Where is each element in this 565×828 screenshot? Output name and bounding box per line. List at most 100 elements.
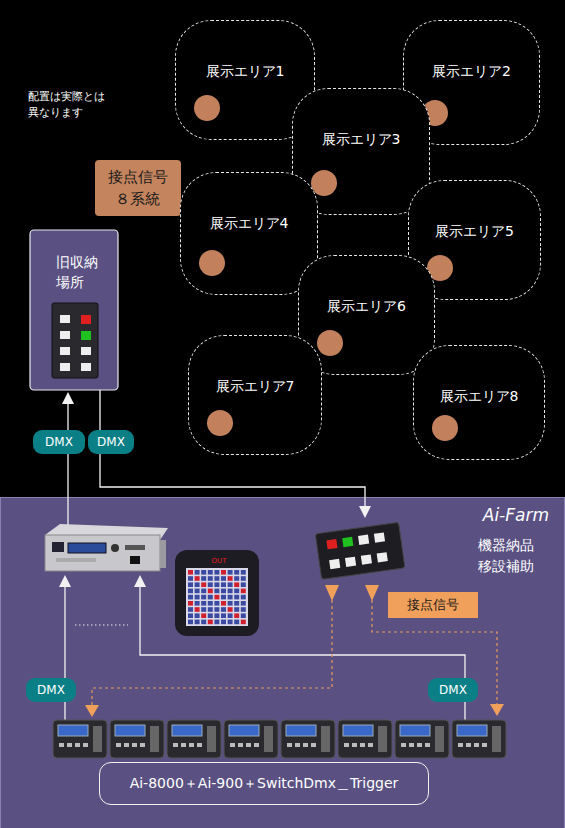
module-lcd (400, 725, 430, 736)
module-lcd (457, 725, 487, 736)
module-button (474, 743, 479, 747)
matrix-cell (221, 576, 226, 581)
note-text: 配置は実際とは 異なります (28, 89, 118, 121)
module-case (53, 720, 107, 758)
matrix-cell (201, 607, 206, 612)
switch-panel-small (52, 303, 98, 378)
matrix-cell (228, 589, 233, 594)
module-button (401, 743, 406, 747)
matrix-cell (228, 576, 233, 581)
module-side (492, 726, 501, 752)
node-text: 展示エリア1 (176, 21, 314, 81)
module-lcd (286, 725, 316, 736)
storage-ground (30, 230, 118, 390)
matrix-cell (201, 613, 206, 618)
area-marker (311, 170, 337, 196)
module-button (458, 743, 463, 747)
matrix-cell (195, 601, 200, 606)
module-button (466, 743, 471, 747)
matrix-cell (208, 595, 213, 600)
signal-label: DMX (26, 678, 76, 702)
module-button (140, 743, 145, 747)
module-button (238, 743, 243, 747)
signal-label: DMX (33, 430, 85, 454)
matrix-cell (221, 613, 226, 618)
matrix-cell (188, 582, 193, 587)
node-text: 展示エリア2 (404, 21, 539, 81)
matrix-cell (214, 613, 219, 618)
matrix-cell (188, 613, 193, 618)
module-button (124, 743, 129, 747)
matrix-cell (241, 582, 246, 587)
module-lcd (115, 725, 145, 736)
matrix-cell (234, 589, 239, 594)
matrix-cell (221, 601, 226, 606)
matrix-cell (241, 613, 246, 618)
matrix-cell (201, 570, 206, 575)
matrix-pad (175, 550, 259, 636)
matrix-cell (208, 601, 213, 606)
module-lcd (58, 725, 88, 736)
matrix-cell (221, 589, 226, 594)
module-button (352, 743, 357, 747)
signal-label: DMX (428, 678, 478, 702)
node-text: 展示エリア7 (189, 336, 321, 396)
contact-box: 接点信号 ８系統 (95, 160, 181, 216)
matrix-cell (201, 582, 206, 587)
matrix-cell (195, 613, 200, 618)
storage-box: 旧収納 場所 (30, 230, 118, 390)
switch-panel (315, 522, 405, 579)
matrix-cell (234, 607, 239, 612)
node-text: 展示エリア8 (414, 346, 544, 406)
module-button (116, 743, 121, 747)
matrix-cell (208, 607, 213, 612)
module-button (230, 743, 235, 747)
matrix-cell (201, 620, 206, 625)
module-side (150, 726, 159, 752)
area-marker (199, 250, 225, 276)
module-side (93, 726, 102, 752)
matrix-cell (201, 589, 206, 594)
matrix-cell (228, 620, 233, 625)
matrix-cell (188, 607, 193, 612)
matrix-cell (241, 589, 246, 594)
port-label: OUT (209, 557, 229, 565)
panel-ground (1, 498, 565, 828)
node-text: 接点信号 (388, 592, 478, 618)
module-case (110, 720, 164, 758)
module-button (246, 743, 251, 747)
area-marker (194, 95, 220, 121)
matrix-cell (208, 589, 213, 594)
matrix-cell (195, 595, 200, 600)
module-button (344, 743, 349, 747)
matrix-cell (188, 589, 193, 594)
matrix-cell (234, 601, 239, 606)
matrix-cell (214, 589, 219, 594)
matrix-cell (221, 595, 226, 600)
matrix-cell (214, 595, 219, 600)
matrix-cell (188, 570, 193, 575)
module-lcd (172, 725, 202, 736)
module-button (409, 743, 414, 747)
matrix-cell (208, 582, 213, 587)
module-button (181, 743, 186, 747)
module-button (482, 743, 487, 747)
matrix-cell (214, 570, 219, 575)
module-button (173, 743, 178, 747)
contact-arrowheads (85, 585, 504, 717)
module-side (321, 726, 330, 752)
contact2-box: 接点信号 (388, 592, 478, 618)
module-button (417, 743, 422, 747)
module-button (425, 743, 430, 747)
module-side (207, 726, 216, 752)
module-side (435, 726, 444, 752)
matrix-cell (195, 620, 200, 625)
node-text: Ai-Farm (483, 505, 549, 525)
matrix-cell (188, 601, 193, 606)
node-text: 展示エリア6 (299, 256, 434, 316)
module-button (197, 743, 202, 747)
module-lcd (343, 725, 373, 736)
module-side (264, 726, 273, 752)
matrix-cell (228, 570, 233, 575)
